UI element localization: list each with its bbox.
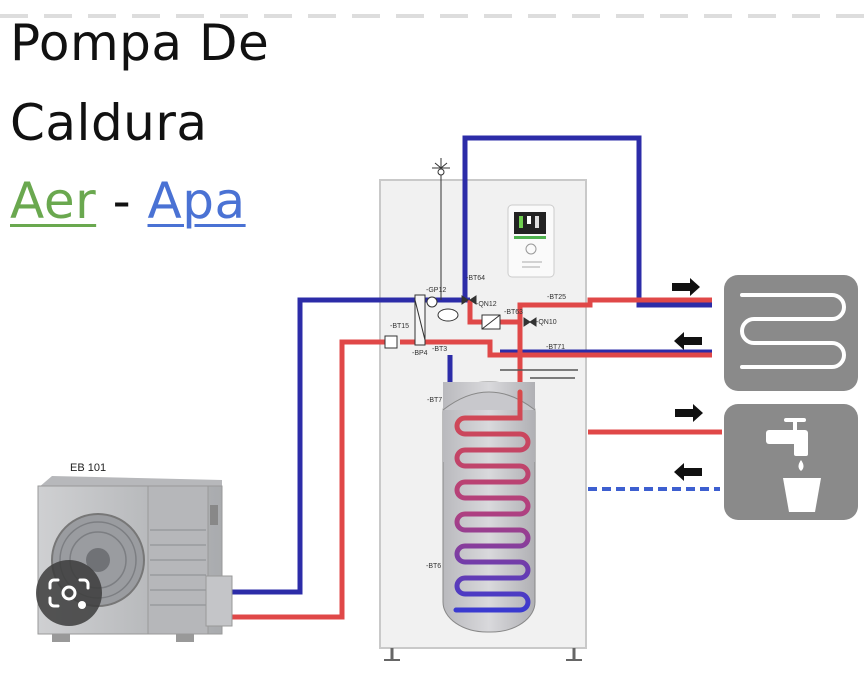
floor-heating-icon [724, 275, 858, 391]
label-bt6: -BT6 [426, 563, 441, 570]
label-qn12: -QN12 [476, 301, 497, 308]
label-bt15: -BT15 [390, 323, 409, 330]
title-line-3: Aer - Apa [10, 176, 246, 226]
label-gp12: -GP12 [426, 287, 446, 294]
label-bt71: -BT71 [546, 344, 565, 351]
lens-glyph [48, 578, 90, 609]
tank-coil [453, 389, 531, 613]
control-display [507, 204, 555, 278]
title-line-1: Pompa De [10, 14, 270, 72]
arrow-in-cold-water [674, 463, 702, 481]
sensor-labels: -GP12 -BT64 -QN12 -BT25 -BT63 -QN10 -BT1… [390, 275, 566, 570]
label-bt63: -BT63 [504, 309, 523, 316]
arrow-out-hot-water [675, 404, 703, 422]
title-apa: Apa [147, 172, 246, 230]
label-bt25: -BT25 [547, 294, 566, 301]
label-bt7: -BT7 [427, 397, 442, 404]
label-qn10: -QN10 [536, 319, 557, 326]
arrow-out-heating [672, 278, 700, 296]
top-dashed-border [0, 14, 864, 18]
camera-lens-icon[interactable] [36, 560, 102, 626]
components [384, 158, 537, 349]
red-pipes [232, 297, 722, 620]
title-aer: Aer [10, 172, 97, 230]
title-line-2: Caldura [10, 94, 208, 152]
water-tap-icon [724, 404, 858, 520]
label-bt3: -BT3 [432, 346, 447, 353]
title-separator: - [112, 172, 132, 230]
arrow-in-heating [674, 332, 702, 350]
label-bp4: -BP4 [412, 350, 428, 357]
label-bt64: -BT64 [466, 275, 485, 282]
flow-arrows [672, 278, 703, 481]
outdoor-unit-label: EB 101 [70, 462, 106, 474]
